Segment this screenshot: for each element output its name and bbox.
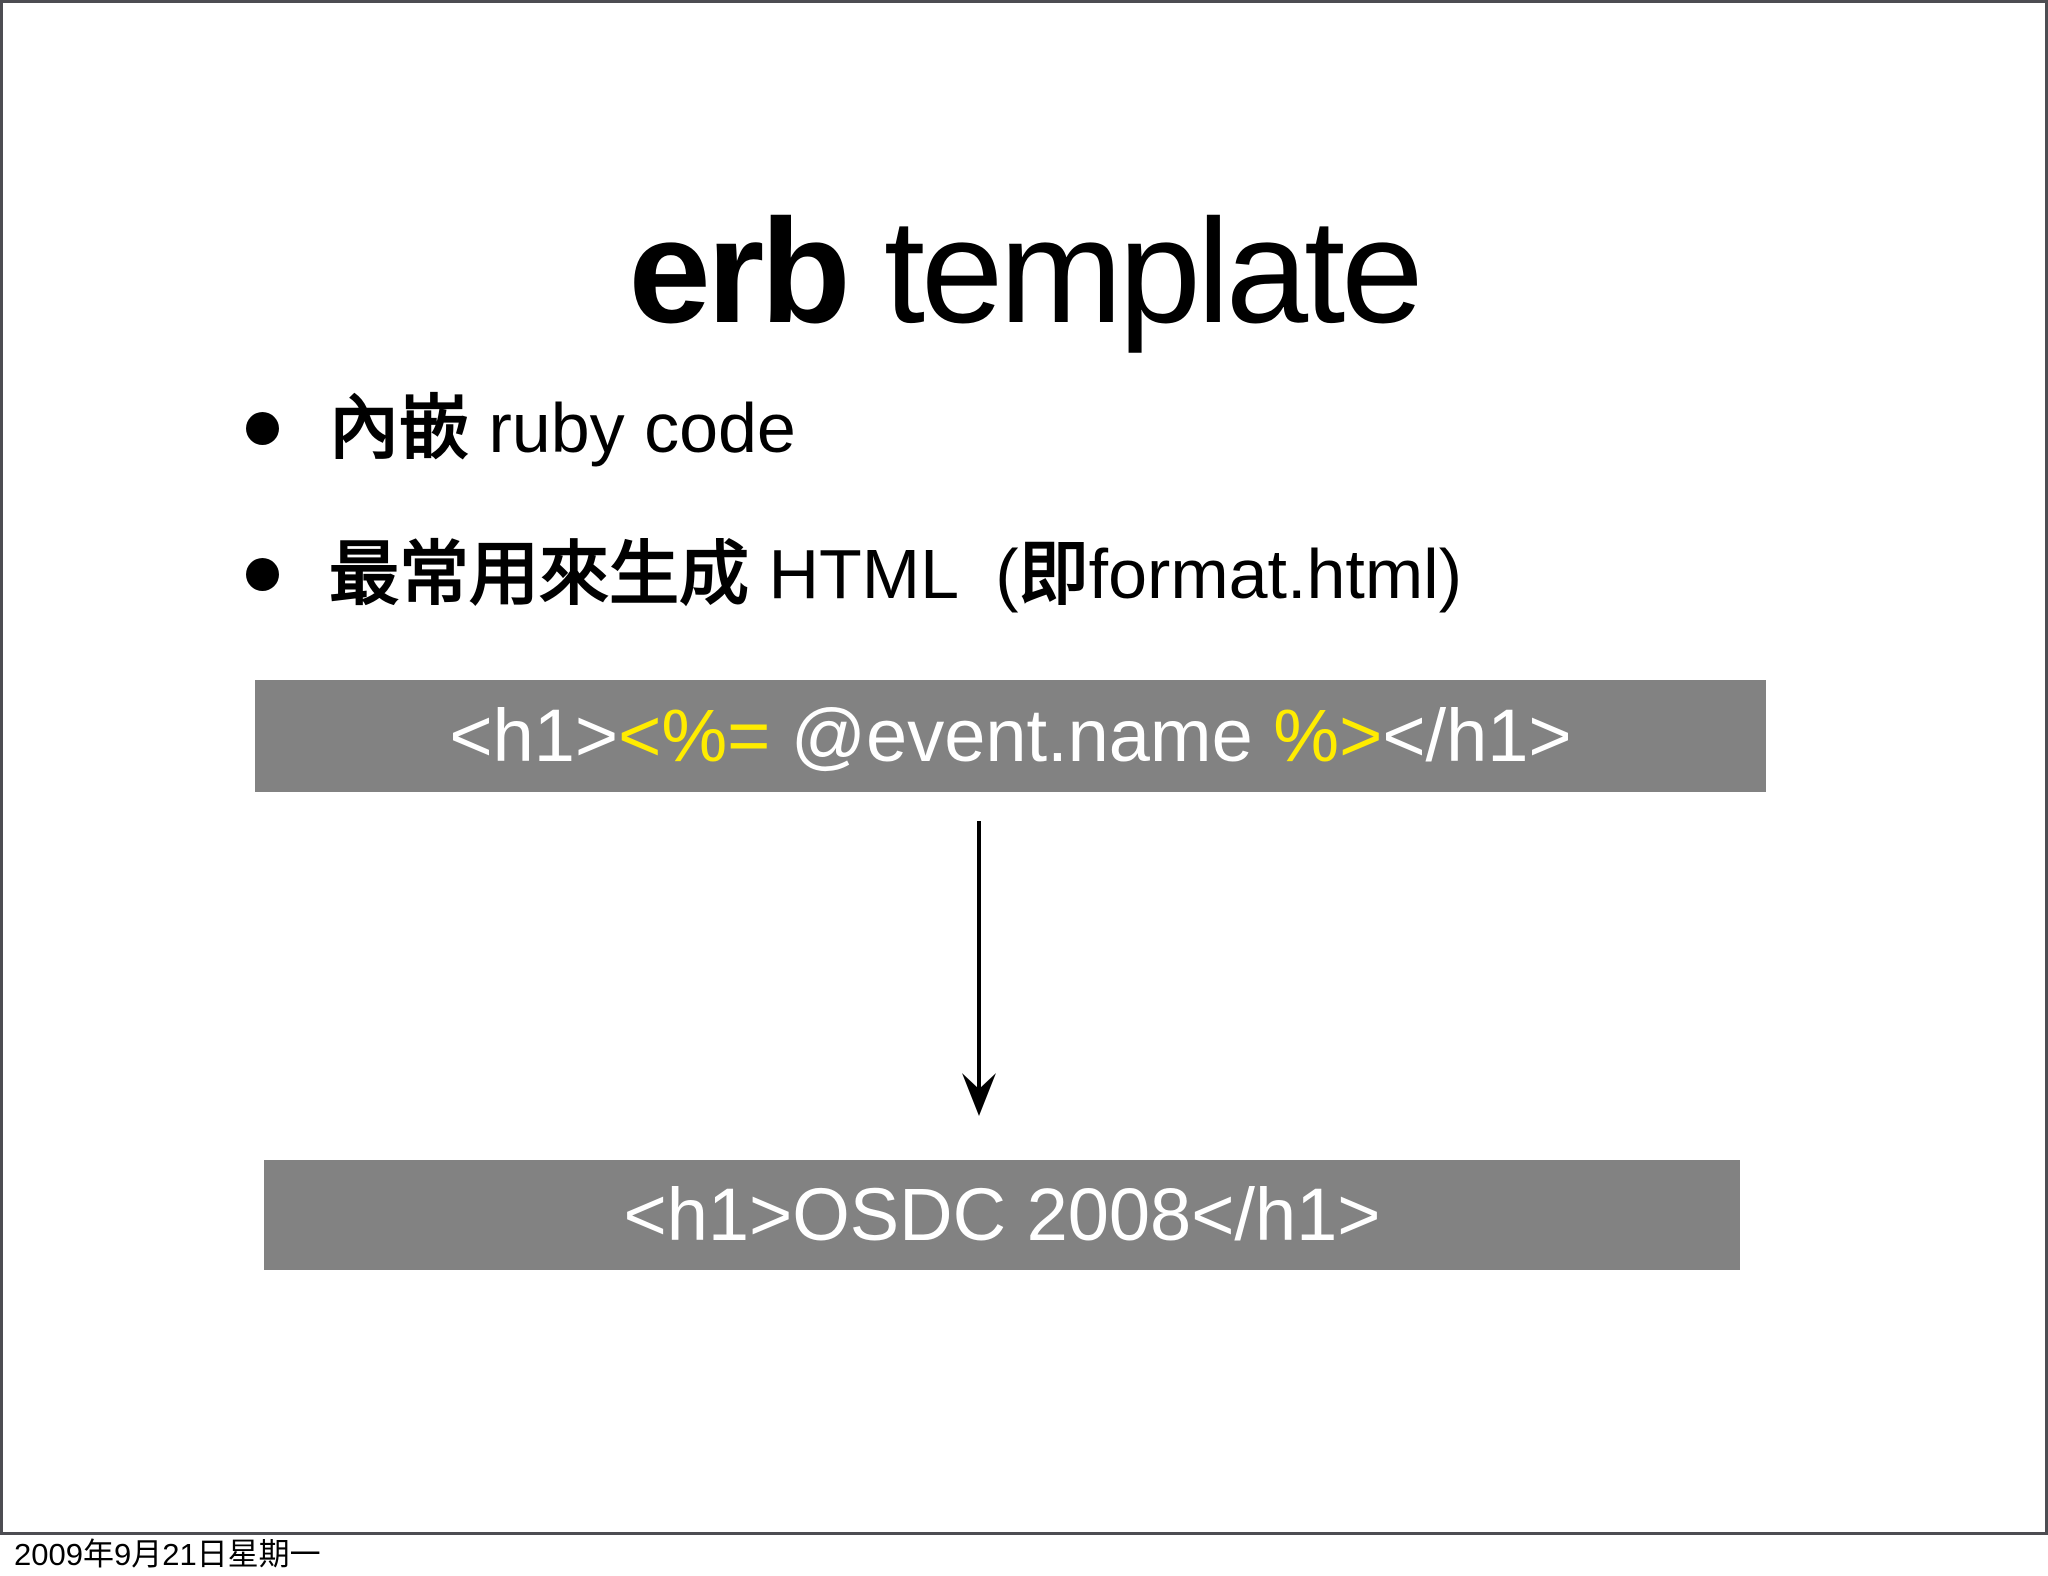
code-segment-erb-open: <%=: [618, 694, 771, 777]
bullet-dot-icon: [246, 557, 279, 591]
code-segment: @event.name: [770, 694, 1274, 777]
code-segment-erb-close: %>: [1273, 694, 1383, 777]
bullet-text-latin: ruby code: [488, 389, 796, 467]
bullet-text-cjk: 即: [1018, 535, 1089, 613]
code-segment: <h1>: [449, 694, 619, 777]
code-segment: </h1>: [1382, 694, 1572, 777]
slide: erb template 內嵌 ruby code 最常用來生成 HTML (即…: [0, 0, 2048, 1535]
page-title: erb template: [3, 198, 2045, 346]
code-output-text: <h1>OSDC 2008</h1>: [623, 1173, 1381, 1256]
bullet-text-cjk: 內嵌: [329, 389, 489, 467]
bullet-text-latin: HTML (: [768, 535, 1019, 613]
bullet-item-generate-html: 最常用來生成 HTML (即format.html): [246, 532, 1462, 616]
bullet-item-embed-ruby: 內嵌 ruby code: [246, 386, 1462, 470]
bullet-dot-icon: [246, 411, 279, 445]
bullet-text: 最常用來生成 HTML (即format.html): [329, 532, 1462, 616]
down-arrow-icon: [962, 821, 996, 1116]
title-word-erb: erb: [628, 189, 850, 354]
erb-template-code-box: <h1><%= @event.name %></h1>: [255, 680, 1766, 792]
bullet-text-latin: format.html): [1088, 535, 1463, 613]
title-word-template: template: [846, 189, 1424, 354]
bullet-text: 內嵌 ruby code: [329, 386, 796, 470]
page-footer: 2009年9月21日星期一: [0, 1535, 2048, 1576]
bullet-text-cjk: 最常用來生成: [329, 535, 769, 613]
bullet-list: 內嵌 ruby code 最常用來生成 HTML (即format.html): [246, 386, 1462, 616]
date-label: 2009年9月21日星期一: [14, 1537, 321, 1572]
html-output-code-box: <h1>OSDC 2008</h1>: [264, 1160, 1740, 1270]
